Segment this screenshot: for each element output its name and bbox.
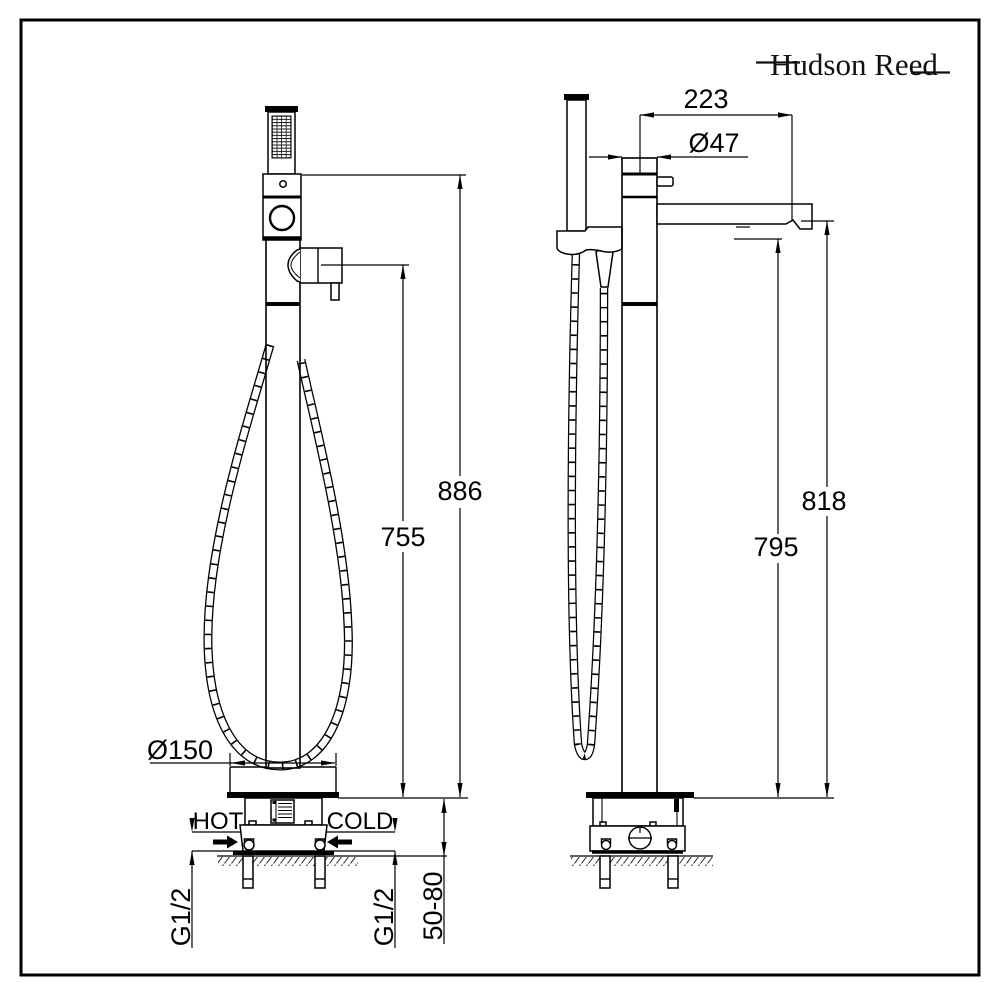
arrowhead-icon [608, 154, 622, 160]
arrowhead-icon [778, 112, 792, 118]
floor-hatching [218, 857, 358, 866]
fixing-kit-front [233, 797, 334, 855]
hot-label: HOT [193, 808, 244, 835]
hot-thread-label: G1/2 [166, 888, 196, 947]
cold-flow-arrow-icon [327, 835, 352, 849]
dim-column-diameter: Ø47 [589, 128, 748, 160]
lever-handle-side [656, 176, 674, 187]
arrowhead-icon [400, 265, 406, 279]
dim-column-diameter-label: Ø47 [688, 128, 739, 158]
side-fixture [556, 94, 813, 889]
cold-label: COLD [327, 808, 394, 835]
arrowhead-icon [824, 221, 830, 235]
arrowhead-icon [392, 818, 398, 832]
arrowhead-icon [457, 783, 463, 797]
lever-handle-front [287, 247, 343, 301]
hand-shower-handset-side [566, 99, 587, 232]
riser-column-front [265, 237, 301, 769]
arrowhead-icon [775, 783, 781, 797]
floor-hatching [571, 857, 713, 866]
arrowhead-icon [400, 783, 406, 797]
dim-overall-height: 886 [302, 174, 483, 797]
holder-set-screw [279, 180, 287, 188]
dim-base-diameter-label: Ø150 [147, 735, 213, 765]
side-view: 223 Ø47 818 [556, 84, 847, 889]
front-fixture [218, 106, 358, 889]
arrowhead-icon [775, 239, 781, 253]
fixing-kit-side [589, 797, 686, 854]
spout-side [656, 203, 813, 230]
drawing-border [19, 18, 981, 977]
arrowhead-icon [640, 112, 654, 118]
handset-knurl-texture [271, 115, 292, 159]
dim-spout-tip-height-label: 818 [801, 486, 846, 516]
dim-spout-tip-height: 818 [801, 220, 847, 797]
front-hand-shower-hose [203, 343, 353, 771]
handset-cap [265, 106, 298, 112]
side-dimensions: 223 Ø47 818 [589, 84, 847, 799]
front-view: 886 755 Ø150 [147, 106, 483, 948]
threaded-stud [667, 855, 679, 889]
floor-front [218, 855, 358, 889]
fixing-bolt [243, 839, 255, 851]
dim-spout-reach: 223 [639, 84, 793, 221]
dim-hot-thread: G1/2 [166, 818, 196, 948]
dim-floor-range: 50-80 [217, 799, 448, 944]
threaded-stud [242, 855, 254, 889]
fixing-bolt [666, 839, 678, 851]
diverter-knob [268, 204, 296, 232]
arrowhead-icon [657, 154, 671, 160]
threaded-stud [599, 855, 611, 889]
dim-base-diameter: Ø150 [147, 735, 337, 766]
arrowhead-icon [824, 783, 830, 797]
dim-spout-reach-label: 223 [683, 84, 728, 114]
brand-logo: Hudson Reed [756, 47, 950, 82]
lever-tip [330, 282, 340, 301]
fixing-bolt [600, 839, 612, 851]
floor-range-label: 50-80 [418, 871, 448, 940]
dim-overall-height-label: 886 [437, 476, 482, 506]
dim-cold-thread: G1/2 [369, 818, 399, 948]
cold-thread-label: G1/2 [369, 888, 399, 947]
fixing-bolt [314, 839, 326, 851]
handset-cap-side [564, 94, 589, 100]
floor-side [570, 855, 713, 889]
arrowhead-icon [441, 842, 447, 856]
dim-outlet-height: 795 [734, 238, 799, 797]
handset-holder-bracket-side [556, 226, 623, 256]
front-dimensions: 886 755 Ø150 [147, 174, 483, 948]
arrowhead-icon [321, 760, 335, 766]
arrowhead-icon [441, 799, 447, 813]
arrowhead-icon [231, 760, 245, 766]
arrowhead-icon [457, 175, 463, 189]
arrowhead-icon [189, 818, 195, 832]
brand-logo-text: Hudson Reed [770, 47, 938, 82]
dim-outlet-height-label: 795 [753, 532, 798, 562]
dim-spout-height-label: 755 [380, 522, 425, 552]
riser-column-side [621, 157, 658, 796]
base-cover-front [227, 766, 339, 798]
hot-flow-arrow-icon [213, 835, 238, 849]
side-hand-shower-hose [567, 248, 614, 761]
hose-connector-cone [595, 248, 614, 288]
threaded-stud [314, 855, 326, 889]
dim-spout-height: 755 [321, 264, 426, 797]
inlet-annotations: HOT COLD [192, 808, 395, 852]
